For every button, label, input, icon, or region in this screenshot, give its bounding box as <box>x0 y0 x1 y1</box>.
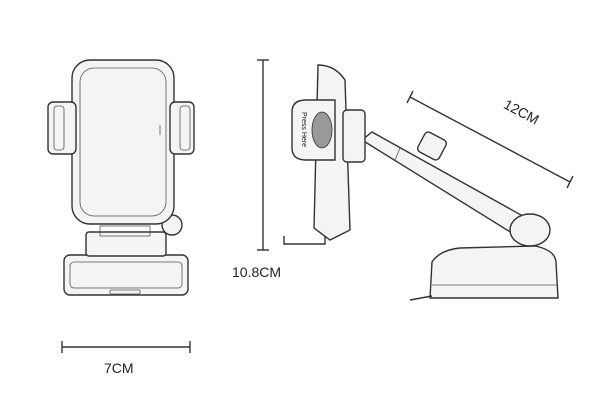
press-here-label: Press Here <box>300 112 307 147</box>
left-grip <box>47 101 77 155</box>
arm-length-dimension-line <box>406 90 574 189</box>
front-holder-frame <box>71 59 175 225</box>
side-suction-base <box>429 245 559 299</box>
width-dimension-line <box>61 341 191 353</box>
front-neck <box>85 231 167 257</box>
pivot-joint <box>509 213 551 247</box>
right-grip <box>169 101 195 155</box>
side-view: Press Here <box>283 64 559 301</box>
side-mount <box>342 109 366 163</box>
width-label: 7CM <box>104 360 134 376</box>
front-view <box>47 59 195 296</box>
height-dimension-line <box>257 59 269 251</box>
front-suction-base <box>63 254 189 296</box>
height-label: 10.8CM <box>232 264 282 280</box>
arm-knob <box>416 131 448 161</box>
